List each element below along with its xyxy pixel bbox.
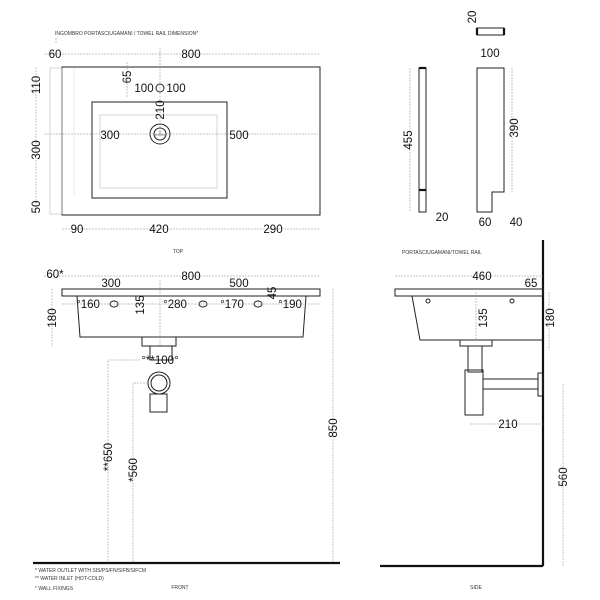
- towel-rail-outline: [49, 67, 63, 215]
- front-view: 60* 800 300 500 °160 135 °280 °170 45 °1…: [33, 269, 340, 592]
- dim-100: 100: [480, 48, 499, 60]
- note-water-inlet: ** WATER INLET (HOT-COLD): [35, 576, 104, 582]
- dim-100-right: 100: [166, 83, 185, 95]
- dim-170: °170: [220, 299, 244, 311]
- towel-rail-views: 20 100 455 20 390 60 40 PORTASCIUGAMANI/…: [402, 11, 522, 256]
- dim-135: 135: [135, 295, 147, 314]
- dim-800: 800: [181, 271, 200, 283]
- dim-160: °160: [76, 299, 100, 311]
- dim-500: 500: [229, 278, 248, 290]
- dim-180: 180: [47, 308, 59, 327]
- basin-side: [411, 295, 543, 341]
- dim-560: *560: [128, 458, 140, 482]
- towel-rail-top-piece: [476, 27, 505, 36]
- dim-300: 300: [101, 278, 120, 290]
- dim-100: °**100°: [141, 355, 178, 367]
- drain-stub: [141, 336, 177, 347]
- dim-390: 390: [509, 118, 521, 137]
- dim-20: 20: [436, 212, 449, 224]
- dim-850: 850: [328, 418, 340, 437]
- dim-210: 210: [155, 100, 167, 119]
- countertop-slab: [394, 288, 544, 297]
- dim-20-top: 20: [467, 11, 479, 24]
- top-view: INGOMBRO PORTASCIUGAMANI / TOWEL RAIL DI…: [31, 31, 321, 255]
- dim-290: 290: [263, 224, 282, 236]
- basin-outline: [91, 101, 228, 199]
- basin-front: [76, 295, 307, 338]
- dim-135: 135: [478, 308, 490, 327]
- dim-100-left: 100: [134, 83, 153, 95]
- dim-40: 40: [510, 217, 523, 229]
- top-view-label: TOP: [173, 249, 184, 255]
- dim-650: **650: [103, 443, 115, 471]
- dim-280: °280: [163, 299, 187, 311]
- wall-flange: [537, 372, 544, 397]
- dim-420: 420: [149, 224, 168, 236]
- dim-455: 455: [403, 130, 415, 149]
- towel-rail-label: PORTASCIUGAMANI/TOWEL RAIL: [402, 250, 482, 256]
- dim-110: 110: [31, 76, 43, 94]
- drain-stub: [459, 339, 493, 347]
- trap-outlet: [149, 393, 168, 413]
- dim-210: 210: [498, 419, 517, 431]
- dim-300-vertical: 300: [31, 140, 43, 159]
- dim-500: 500: [229, 130, 248, 142]
- side-view: 460 65 135 180 210 560 SIDE: [380, 240, 570, 591]
- dim-60: 60: [49, 49, 62, 61]
- dim-560: 560: [558, 467, 570, 486]
- dim-190: °190: [278, 299, 302, 311]
- dim-65: 65: [525, 278, 538, 290]
- dim-460: 460: [472, 271, 491, 283]
- dim-300-horizontal: 300: [100, 130, 119, 142]
- note-wall-fixings: ° WALL FIXINGS: [35, 586, 74, 592]
- dim-800: 800: [181, 49, 200, 61]
- wall-fixing-icon: [425, 298, 431, 304]
- dim-50: 50: [31, 201, 43, 214]
- basin-inner-outline: [99, 114, 218, 189]
- towel-rail-dimension-note: INGOMBRO PORTASCIUGAMANI / TOWEL RAIL DI…: [55, 31, 198, 37]
- wall-fixing-icon: [509, 298, 515, 304]
- dim-45: 45: [267, 287, 279, 300]
- dim-180: 180: [545, 308, 557, 327]
- towel-rail-side-piece: [476, 67, 505, 213]
- countertop-slab: [61, 288, 321, 297]
- dim-90: 90: [71, 224, 84, 236]
- front-view-label: FRONT: [171, 585, 188, 591]
- note-water-outlet: * WATER OUTLET WITH SIS/PS/FN/SIFB/SIFCM: [35, 568, 146, 574]
- dim-60-rail: 60: [479, 217, 492, 229]
- trap-arm: [482, 378, 539, 390]
- dim-60: 60*: [46, 269, 64, 281]
- trap-body: [464, 369, 484, 416]
- side-view-label: SIDE: [470, 585, 482, 591]
- dim-65: 65: [122, 71, 134, 84]
